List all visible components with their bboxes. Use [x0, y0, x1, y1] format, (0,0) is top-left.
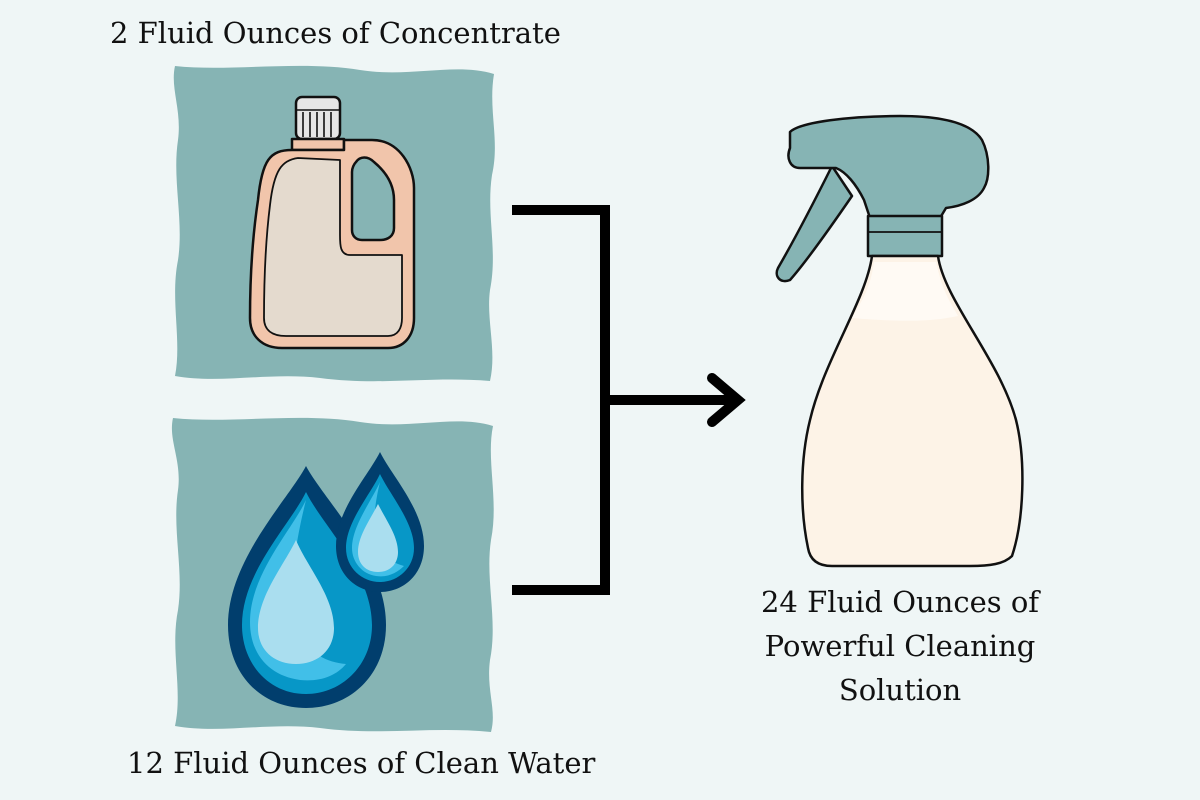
combine-arrow-icon — [512, 205, 746, 595]
concentrate-label: 2 Fluid Ounces of Concentrate — [110, 16, 561, 50]
water-label: 12 Fluid Ounces of Clean Water — [127, 746, 596, 780]
result-label: 24 Fluid Ounces of Powerful Cleaning Sol… — [735, 580, 1065, 712]
jug-icon — [248, 95, 416, 350]
water-drops-icon — [228, 452, 424, 708]
result-label-line-1: 24 Fluid Ounces of — [760, 585, 1040, 619]
spray-bottle-icon — [775, 114, 1024, 568]
result-label-line-2: Powerful Cleaning — [764, 629, 1036, 663]
result-label-line-3: Solution — [838, 673, 962, 707]
